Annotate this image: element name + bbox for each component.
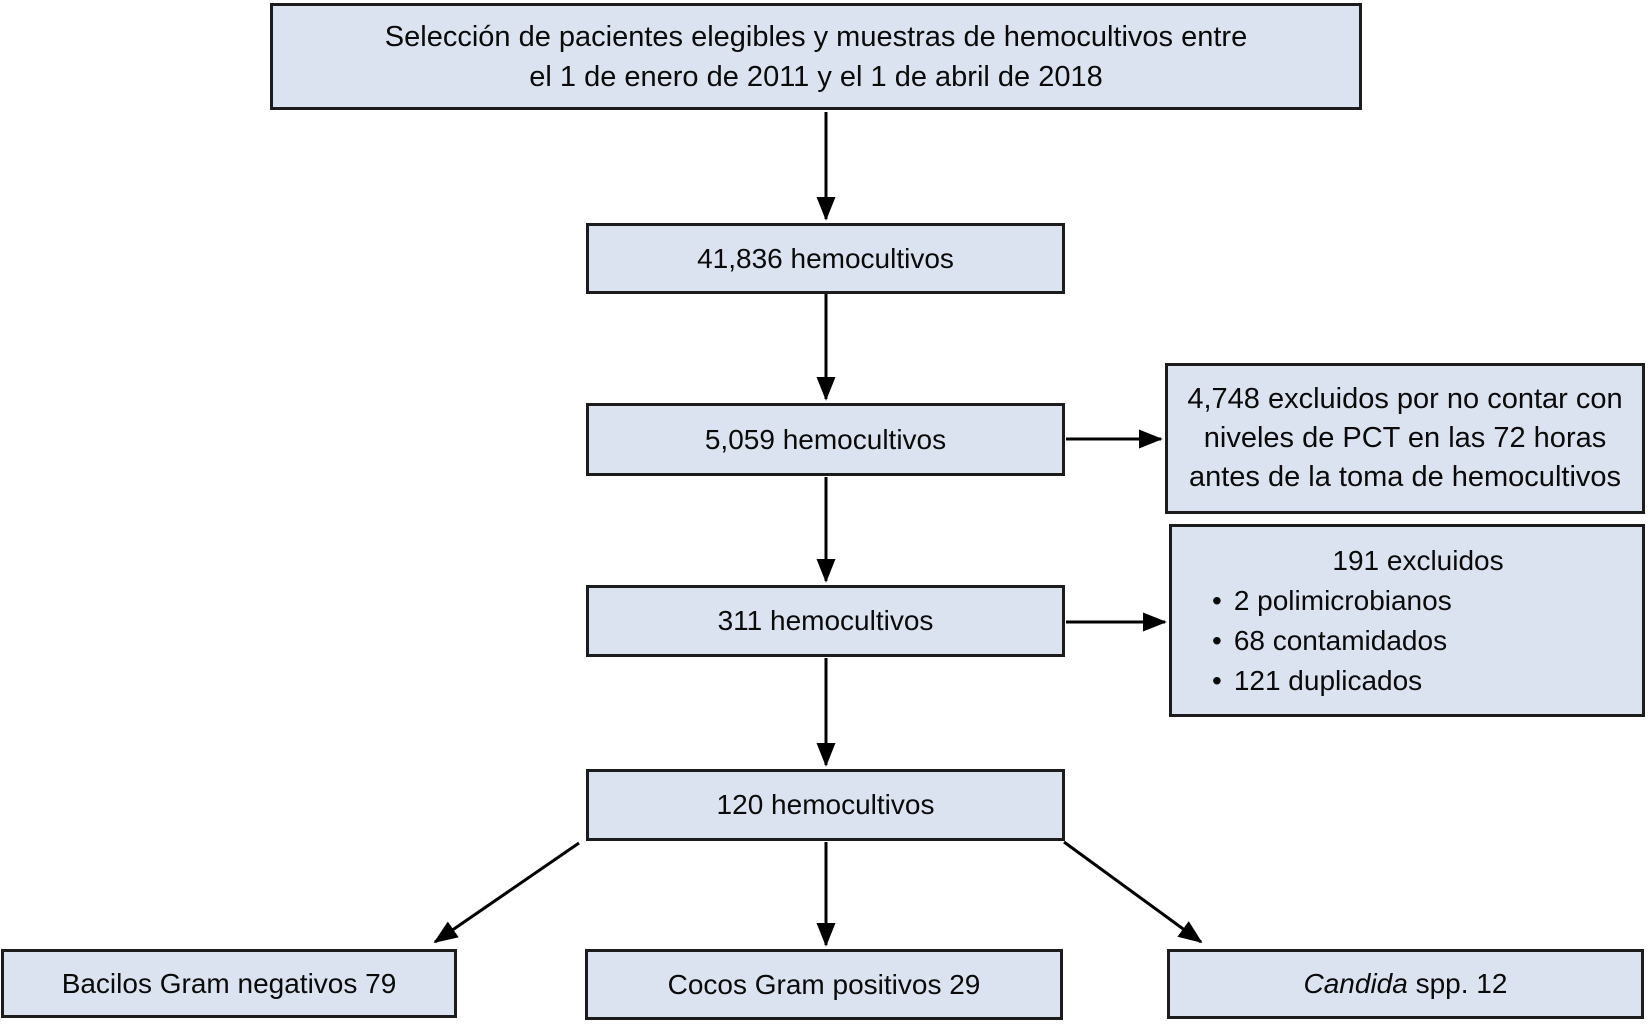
exclusion2-bullet-1-label: 2 polimicrobianos (1233, 585, 1452, 616)
exclusion2-bullet-2-label: 68 contamidados (1233, 625, 1448, 656)
node-candida-spp: Candida spp. 12 (1167, 949, 1644, 1019)
node-hemocultivos-41836: 41,836 hemocultivos (586, 223, 1065, 294)
step1-label: 41,836 hemocultivos (697, 242, 954, 274)
bullet-icon: • (1212, 625, 1222, 656)
node-selection-title: Selección de pacientes elegibles y muest… (270, 3, 1362, 110)
exclusion2-heading: 191 excluidos (1332, 545, 1504, 576)
exclusion1-line-3: antes de la toma de hemocultivos (1188, 461, 1622, 493)
exclusion2-bullet-contamidados: • 68 contamidados (1212, 621, 1624, 661)
exclusion1-line-2: niveles de PCT en las 72 horas (1203, 422, 1607, 454)
node-cocos-gram-positivos: Cocos Gram positivos 29 (585, 949, 1063, 1020)
gram-negative-label: Bacilos Gram negativos 79 (61, 967, 397, 999)
title-line-2: el 1 de enero de 2011 y el 1 de abril de… (529, 60, 1103, 93)
exclusion2-bullet-duplicados: • 121 duplicados (1212, 661, 1624, 701)
gram-positive-label: Cocos Gram positivos 29 (667, 968, 981, 1000)
node-bacilos-gram-negativos: Bacilos Gram negativos 79 (1, 949, 457, 1018)
arrow-step4-to-gram-negative (433, 841, 580, 944)
bullet-icon: • (1212, 665, 1222, 696)
node-hemocultivos-5059: 5,059 hemocultivos (586, 403, 1065, 476)
title-line-1: Selección de pacientes elegibles y muest… (384, 20, 1248, 53)
step2-label: 5,059 hemocultivos (704, 423, 947, 455)
exclusion2-bullet-3-label: 121 duplicados (1233, 665, 1423, 696)
node-excluded-4748: 4,748 excluidos por no contar con nivele… (1165, 363, 1645, 514)
step4-label: 120 hemocultivos (716, 789, 935, 821)
bullet-icon: • (1212, 585, 1222, 616)
candida-italic-label: Candida (1303, 968, 1408, 999)
node-hemocultivos-311: 311 hemocultivos (586, 585, 1065, 657)
node-hemocultivos-120: 120 hemocultivos (586, 769, 1065, 841)
arrow-step4-to-candida (1063, 840, 1203, 944)
exclusion2-bullet-polimicrobianos: • 2 polimicrobianos (1212, 581, 1624, 621)
exclusion1-line-1: 4,748 excluidos por no contar con (1187, 383, 1623, 415)
candida-rest-label: spp. 12 (1407, 968, 1508, 999)
step3-label: 311 hemocultivos (717, 605, 934, 637)
node-excluded-191: 191 excluidos • 2 polimicrobianos • 68 c… (1169, 524, 1645, 717)
